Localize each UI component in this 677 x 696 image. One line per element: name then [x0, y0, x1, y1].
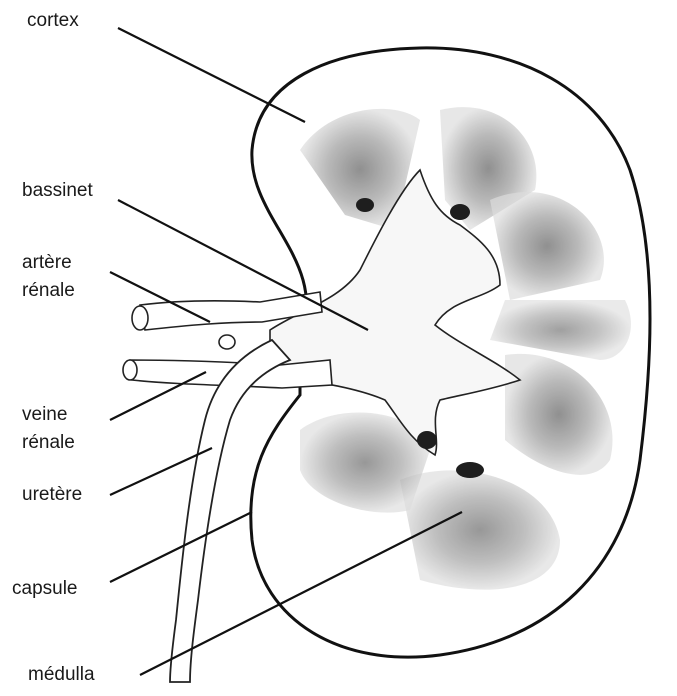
label-artere-line1: artère — [22, 252, 72, 274]
label-bassinet: bassinet — [22, 180, 93, 202]
leader-cortex — [118, 28, 305, 122]
label-uretere: uretère — [22, 484, 82, 506]
label-capsule: capsule — [12, 578, 78, 600]
label-medulla: médulla — [28, 664, 95, 686]
label-artere-line2: rénale — [22, 280, 75, 302]
label-cortex: cortex — [27, 10, 79, 32]
label-veine-line2: rénale — [22, 432, 75, 454]
label-veine-line1: veine — [22, 404, 67, 426]
